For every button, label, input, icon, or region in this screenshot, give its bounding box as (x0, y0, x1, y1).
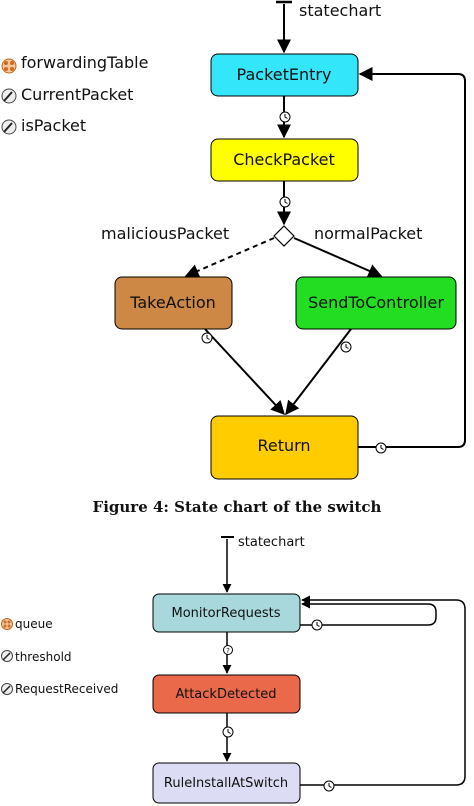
variable-forwardingtable[interactable]: forwardingTable (1, 53, 148, 74)
branch-diamond (273, 225, 295, 247)
state-attackdetected[interactable]: AttackDetected (152, 674, 301, 714)
state-checkpacket[interactable]: CheckPacket (210, 138, 359, 182)
state-label: SendToController (308, 293, 444, 312)
timeout-icon (340, 341, 352, 353)
variable-queue[interactable]: queue (1, 617, 53, 631)
statechart-label: statechart (299, 1, 381, 20)
variable-label: queue (15, 617, 53, 631)
variable-currentpacket[interactable]: CurrentPacket (1, 85, 133, 104)
variable-requestreceived[interactable]: RequestReceived (1, 682, 119, 696)
state-packetentry[interactable]: PacketEntry (210, 53, 359, 97)
collection-icon (1, 618, 13, 630)
variable-icon (1, 683, 13, 695)
state-takeaction[interactable]: TakeAction (114, 276, 233, 330)
variable-icon (1, 119, 17, 135)
variable-label: CurrentPacket (21, 85, 133, 104)
transition-packetentry-to-checkpacket[interactable] (277, 96, 291, 139)
timeout-icon (375, 442, 387, 454)
statechart-label: statechart (238, 535, 305, 550)
transition-takeaction-to-return[interactable] (201, 328, 285, 416)
state-return[interactable]: Return (210, 415, 359, 480)
transition-ruleinstall-to-monitor[interactable] (300, 595, 466, 792)
state-ruleinstallatswitch[interactable]: RuleInstallAtSwitch (152, 762, 301, 804)
state-monitorrequests[interactable]: MonitorRequests (152, 593, 301, 633)
collection-icon (1, 58, 17, 74)
variable-label: threshold (15, 650, 72, 664)
figure-caption: Figure 4: State chart of the switch (93, 498, 382, 516)
state-label: Return (257, 436, 310, 455)
timeout-icon (323, 780, 335, 792)
timeout-icon (311, 619, 323, 631)
state-label: RuleInstallAtSwitch (164, 776, 288, 791)
state-label: PacketEntry (237, 65, 332, 84)
transition-branch-to-sendtocontroller[interactable] (293, 237, 383, 278)
timeout-icon (222, 726, 234, 738)
state-sendtocontroller[interactable]: SendToController (295, 276, 457, 330)
timeout-icon (279, 196, 291, 208)
transition-monitor-to-attack[interactable]: ? (222, 632, 233, 674)
state-label: MonitorRequests (172, 606, 281, 621)
state-label: TakeAction (129, 293, 216, 312)
variable-threshold[interactable]: threshold (1, 650, 72, 664)
transition-attack-to-ruleinstall[interactable] (222, 713, 234, 762)
condition-icon: ? (223, 645, 233, 655)
branch-label-normal: normalPacket (314, 224, 422, 243)
variable-label: isPacket (21, 116, 86, 135)
timeout-icon (279, 111, 291, 123)
timeout-icon (201, 332, 213, 344)
branch-label-malicious: maliciousPacket (101, 224, 229, 243)
variable-ispacket[interactable]: isPacket (1, 116, 86, 135)
variable-label: RequestReceived (15, 682, 118, 696)
transition-return-to-packetentry[interactable] (358, 67, 466, 454)
transition-branch-to-takeaction[interactable] (184, 237, 275, 278)
state-label: CheckPacket (233, 150, 335, 169)
variable-icon (1, 88, 17, 104)
variable-label: forwardingTable (21, 53, 148, 72)
variable-icon (1, 650, 13, 662)
svg-text:?: ? (226, 647, 230, 655)
transition-sendtocontroller-to-return[interactable] (285, 328, 352, 416)
transition-monitor-self-loop[interactable] (300, 599, 437, 631)
figure-controller-statechart: statechart queue threshold RequestReceiv… (1, 535, 466, 804)
state-label: AttackDetected (175, 687, 276, 702)
transition-checkpacket-to-branch[interactable] (277, 181, 291, 226)
figure-switch-statechart: statechart forwardingTable CurrentPacket (1, 0, 466, 516)
